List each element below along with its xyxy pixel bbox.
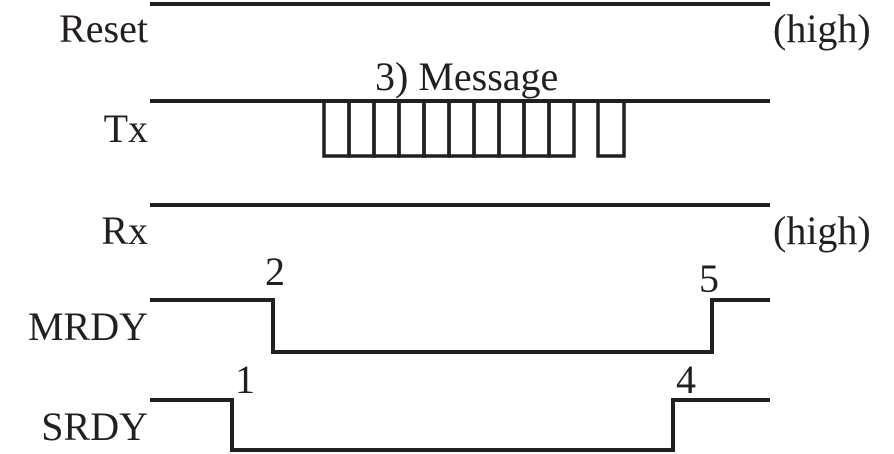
message-annotation: 3) Message: [375, 54, 558, 99]
signal-label-srdy: SRDY: [41, 404, 148, 449]
tx-bit: [447, 99, 476, 158]
tx-bit: [372, 99, 401, 158]
rx-state-label: (high): [773, 208, 871, 253]
tx-waveform: [150, 99, 770, 158]
event-label-2: 2: [265, 249, 285, 294]
tx-bit: [522, 99, 551, 158]
event-label-5: 5: [699, 256, 719, 301]
tx-bit: [397, 99, 426, 158]
signal-label-rx: Rx: [101, 208, 148, 253]
mrdy-waveform: [150, 298, 770, 354]
signal-label-tx: Tx: [104, 106, 148, 151]
tx-bit: [547, 99, 576, 158]
srdy-waveform: [150, 398, 770, 452]
signal-label-reset: Reset: [59, 6, 148, 51]
tx-bit: [472, 99, 501, 158]
reset-state-label: (high): [773, 6, 871, 51]
tx-bit: [322, 99, 351, 158]
tx-bit: [422, 99, 451, 158]
signal-label-mrdy: MRDY: [28, 304, 148, 349]
tx-message-bits: [322, 99, 626, 158]
event-label-4: 4: [676, 357, 696, 402]
tx-bit: [347, 99, 376, 158]
tx-bit: [596, 99, 626, 158]
event-label-1: 1: [235, 357, 255, 402]
tx-bit: [497, 99, 526, 158]
